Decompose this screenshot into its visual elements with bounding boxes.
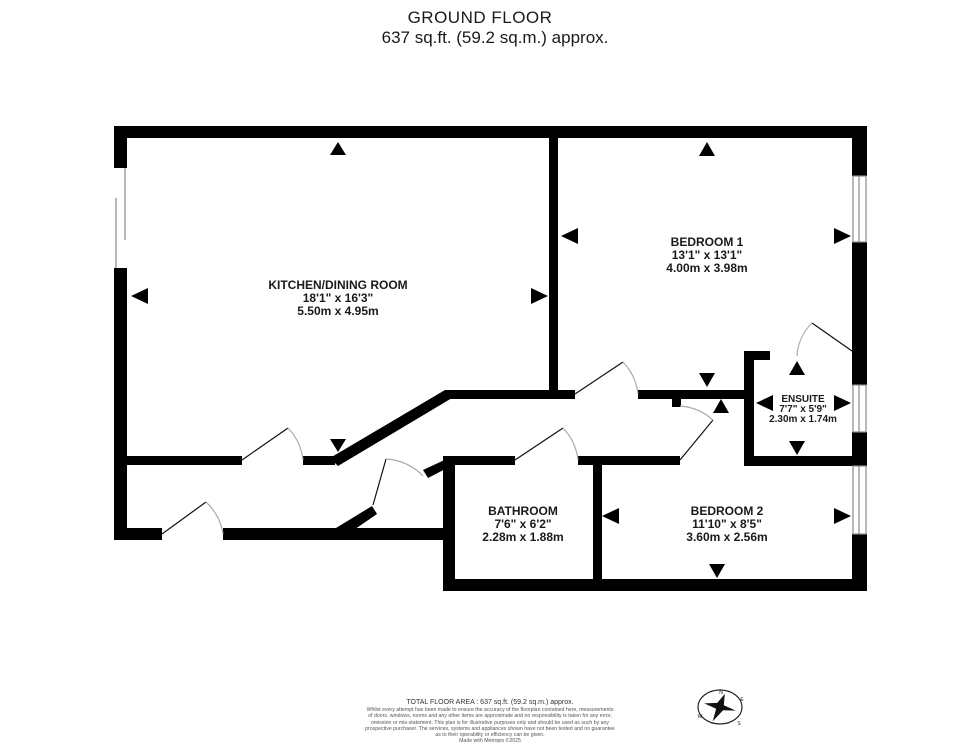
wall-hall-bottom-left (114, 528, 162, 540)
door-bedroom2-swing (679, 405, 714, 421)
room-bedroom-1: BEDROOM 1 13'1" x 13'1" 4.00m x 3.98m (666, 235, 747, 275)
wall-right-5 (852, 534, 867, 591)
floor-title: GROUND FLOOR (407, 8, 553, 27)
arrow-icon (834, 508, 851, 524)
arrow-icon (330, 142, 346, 155)
wall-bath-left (443, 456, 455, 591)
arrow-icon (330, 439, 346, 452)
arrow-icon (756, 395, 773, 411)
wall-hall-upper (445, 390, 575, 399)
wall-bath-top (453, 456, 515, 465)
disclaimer-line: as to their operability or efficiency ca… (435, 732, 545, 739)
door-ensuite-swing (796, 322, 813, 357)
arrow-icon (531, 288, 548, 304)
arrow-icon (602, 508, 619, 524)
room-name: BEDROOM 1 (671, 235, 744, 249)
room-imperial: 7'6" x 6'2" (494, 517, 551, 531)
arrow-icon (834, 228, 851, 244)
wall-left-upper (114, 126, 127, 168)
door-ensuite[interactable] (811, 322, 853, 352)
door-bathroom-swing (562, 427, 579, 461)
room-metric: 2.28m x 1.88m (482, 530, 563, 544)
wall-right-1 (852, 126, 867, 176)
door-entrance[interactable] (161, 501, 207, 535)
room-imperial: 7'7" x 5'9" (779, 404, 827, 415)
arrow-icon (561, 228, 578, 244)
wall-ensuite-bottom (744, 456, 867, 466)
door-bedroom1[interactable] (574, 361, 624, 395)
room-imperial: 13'1" x 13'1" (672, 248, 742, 262)
total-floor-area: TOTAL FLOOR AREA : 637 sq.ft. (59.2 sq.m… (406, 699, 574, 706)
wall-right-3 (852, 352, 867, 385)
wall-hall-bottom-right (223, 528, 455, 540)
room-name: BATHROOM (488, 504, 558, 518)
wall-kitchen-bedroom1 (549, 126, 558, 396)
disclaimer-line: Whilst every attempt has been made to en… (366, 707, 614, 713)
wall-ensuite-left (744, 351, 754, 466)
wall-left-lower (114, 268, 127, 540)
room-labels: KITCHEN/DINING ROOM 18'1" x 16'3" 5.50m … (268, 235, 837, 544)
room-bathroom: BATHROOM 7'6" x 6'2" 2.28m x 1.88m (482, 504, 563, 544)
windows (115, 168, 867, 535)
room-metric: 4.00m x 3.98m (666, 261, 747, 275)
arrow-icon (789, 441, 805, 455)
wall-right-2 (852, 242, 867, 352)
room-kitchen-dining: KITCHEN/DINING ROOM 18'1" x 16'3" 5.50m … (268, 278, 407, 318)
room-metric: 2.30m x 1.74m (769, 414, 837, 425)
disclaimer-line: prospective purchaser. The services, sys… (365, 725, 615, 732)
wall-bed2-top (578, 456, 680, 465)
door-bedroom2[interactable] (679, 419, 714, 461)
arrow-icon (789, 361, 805, 375)
disclaimer-line: omission or mis-statement. This plan is … (370, 719, 610, 726)
arrow-icon (834, 395, 851, 411)
disclaimer: Whilst every attempt has been made to en… (320, 707, 660, 745)
door-cupboard[interactable] (372, 458, 387, 506)
disclaimer-line: of doors, windows, rooms and any other i… (368, 713, 612, 720)
room-ensuite: ENSUITE 7'7" x 5'9" 2.30m x 1.74m (769, 394, 837, 425)
wall-kitchen-bottom-left (127, 456, 242, 465)
door-kitchen[interactable] (241, 427, 289, 461)
arrow-icon (699, 373, 715, 387)
arrow-icon (131, 288, 148, 304)
dimension-arrows (131, 142, 851, 578)
wall-ensuite-top (744, 351, 770, 360)
wall-hall-upper-right (638, 390, 746, 399)
door-bedroom1-swing (622, 361, 639, 395)
wall-bath-bedroom2 (593, 456, 602, 586)
compass-rose-icon: N E S W (697, 689, 744, 727)
room-name: KITCHEN/DINING ROOM (268, 278, 407, 292)
wall-bottom (443, 579, 867, 591)
door-entrance-swing (205, 501, 224, 535)
door-cupboard-swing (385, 458, 424, 477)
floor-header: GROUND FLOOR 637 sq.ft. (59.2 sq.m.) app… (0, 8, 980, 48)
wall-diagonal (330, 390, 452, 466)
room-metric: 5.50m x 4.95m (297, 304, 378, 318)
walls (114, 126, 867, 591)
compass-south: S (737, 721, 741, 727)
compass-west: W (698, 714, 703, 720)
disclaimer-line: Made with Metropix ©2025 (459, 738, 521, 745)
room-name: BEDROOM 2 (691, 504, 764, 518)
arrow-icon (709, 564, 725, 578)
compass-north: N (719, 690, 723, 696)
arrow-icon (713, 399, 729, 413)
door-bathroom[interactable] (514, 427, 564, 461)
doors (161, 322, 853, 535)
room-metric: 3.60m x 2.56m (686, 530, 767, 544)
room-name: ENSUITE (781, 394, 825, 405)
wall-top (114, 126, 867, 138)
arrow-icon (699, 142, 715, 156)
compass-east: E (740, 697, 744, 703)
room-bedroom-2: BEDROOM 2 11'10" x 8'5" 3.60m x 2.56m (686, 504, 767, 544)
wall-hall-diagonal-stub (336, 506, 377, 536)
footer: TOTAL FLOOR AREA : 637 sq.ft. (59.2 sq.m… (320, 698, 660, 745)
room-imperial: 11'10" x 8'5" (692, 517, 762, 531)
wall-stub (672, 390, 681, 407)
wall-kitchen-bottom-right (303, 456, 335, 465)
floor-area: 637 sq.ft. (59.2 sq.m.) approx. (381, 28, 609, 47)
wall-bath-corner (423, 456, 453, 478)
room-imperial: 18'1" x 16'3" (303, 291, 373, 305)
door-kitchen-swing (287, 427, 304, 461)
